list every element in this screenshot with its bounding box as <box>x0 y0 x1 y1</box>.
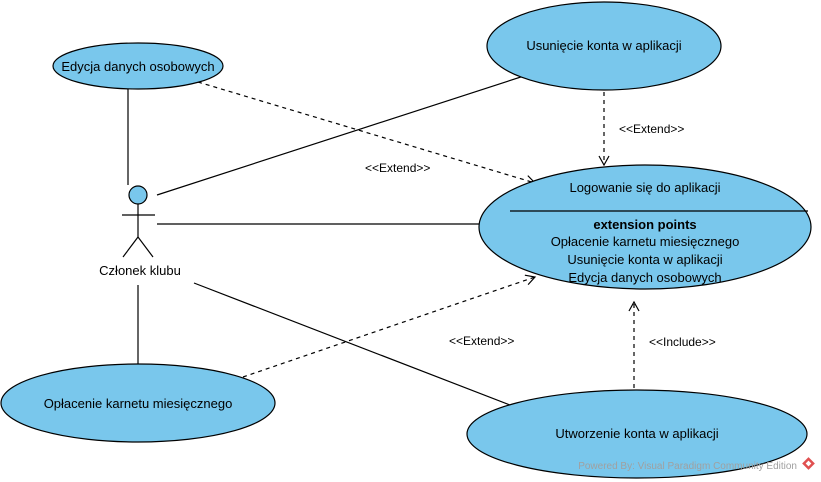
use-case-logowanie[interactable]: Logowanie się do aplikacji extension poi… <box>478 164 812 290</box>
actor-name: Członek klubu <box>99 263 181 278</box>
use-case-usuniecie[interactable]: Usunięcie konta w aplikacji <box>486 1 722 91</box>
extend-label-oplacenie: <<Extend>> <box>449 334 514 348</box>
actor-head <box>128 185 148 205</box>
extend-oplacenie-arrow <box>242 274 537 378</box>
use-case-edycja-label: Edycja danych osobowych <box>61 59 214 74</box>
extend-label-usuniecie: <<Extend>> <box>619 122 684 136</box>
use-case-utworzenie[interactable]: Utworzenie konta w aplikacji <box>466 389 808 479</box>
use-case-utworzenie-label: Utworzenie konta w aplikacji <box>555 426 718 441</box>
watermark-text: Powered By: Visual Paradigm Community Ed… <box>578 461 797 472</box>
extension-point-item: Usunięcie konta w aplikacji <box>567 252 722 267</box>
extension-points-title: extension points <box>593 217 696 232</box>
extension-point-item: Opłacenie karnetu miesięcznego <box>551 234 740 249</box>
extend-label-edycja: <<Extend>> <box>365 161 430 175</box>
include-label-utworzenie: <<Include>> <box>649 335 716 349</box>
use-case-usuniecie-label: Usunięcie konta w aplikacji <box>526 38 681 53</box>
use-case-edycja[interactable]: Edycja danych osobowych <box>52 42 224 90</box>
assoc-utworzenie <box>193 282 511 406</box>
assoc-usuniecie <box>156 74 528 196</box>
extend-edycja-arrow <box>197 81 537 186</box>
actor-left-leg <box>122 236 139 258</box>
visual-paradigm-logo-icon <box>802 457 815 470</box>
actor-right-leg <box>137 236 154 258</box>
actor-czlonek-klubu[interactable]: Członek klubu <box>99 185 181 278</box>
use-case-oplacenie[interactable]: Opłacenie karnetu miesięcznego <box>0 363 276 443</box>
use-case-logowanie-label: Logowanie się do aplikacji <box>569 180 720 195</box>
extension-point-item: Edycja danych osobowych <box>568 270 721 285</box>
use-case-oplacenie-label: Opłacenie karnetu miesięcznego <box>44 396 233 411</box>
